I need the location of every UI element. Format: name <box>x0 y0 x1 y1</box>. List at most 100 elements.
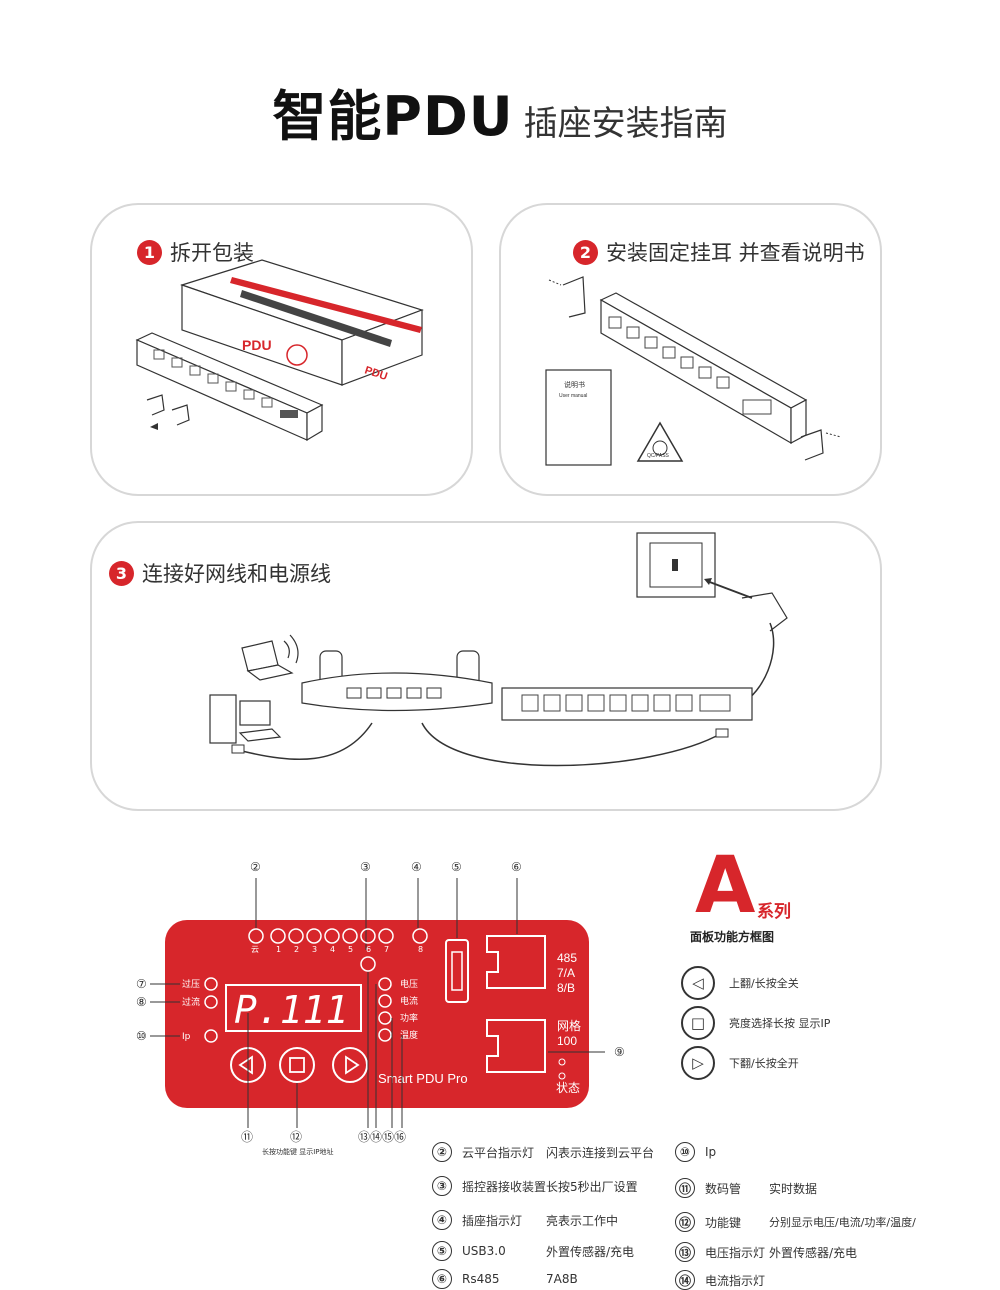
legend-item-4: ④ 插座指示灯 亮表示工作中 <box>432 1210 618 1230</box>
long-press-note: 长按功能键 显示IP地址 <box>262 1147 334 1156</box>
step2-card: 2 安装固定挂耳 并查看说明书 说明书 User manual QC/PASS <box>499 203 882 496</box>
series-badge: A 系列 <box>695 847 791 925</box>
legend-num: ⑫ <box>675 1212 695 1232</box>
legend-num: ④ <box>432 1210 452 1230</box>
legend-name: 数码管 <box>705 1181 742 1196</box>
legend-item-6: ⑥ Rs485 7A8B <box>432 1269 578 1289</box>
ip-label: Ip <box>182 1032 191 1042</box>
overcurrent-label: 过流 <box>182 996 200 1008</box>
legend-name: 插座指示灯 <box>462 1213 523 1228</box>
state-label: 状态 <box>556 1081 580 1095</box>
callout-7: ⑦ <box>136 977 147 991</box>
seven-seg-display: P.111 <box>234 988 348 1032</box>
legend-num: ⑥ <box>432 1269 452 1289</box>
function-key-icon: □ <box>681 1006 715 1040</box>
callout-5: ⑤ <box>451 860 462 874</box>
callout-6: ⑥ <box>511 860 522 874</box>
step3-card: 3 连接好网线和电源线 <box>90 521 882 811</box>
led-1: 1 <box>276 945 281 954</box>
legend-num: ⑬ <box>675 1242 695 1262</box>
top-callouts: ② ③ ④ ⑤ ⑥ <box>250 860 522 874</box>
key-function: □ 亮度选择长按 显示IP <box>681 1006 830 1040</box>
legend-name: 功能键 <box>705 1215 742 1230</box>
callout-11: ⑪ <box>241 1130 253 1144</box>
connection-illustration <box>209 532 788 767</box>
step2-label: 安装固定挂耳 并查看说明书 <box>606 241 865 265</box>
brand-text: Smart PDU Pro <box>378 1071 468 1086</box>
step1-label: 拆开包装 <box>170 241 254 265</box>
led-4: 4 <box>330 945 335 954</box>
step2-header: 2 安装固定挂耳 并查看说明书 <box>573 237 865 267</box>
legend-name: 电流指示灯 <box>705 1273 766 1288</box>
legend-item-3: ③ 摇控器接收装置 长按5秒出厂设置 <box>432 1176 638 1196</box>
led-8: 8 <box>418 945 423 954</box>
panel-svg: ② ③ ④ ⑤ ⑥ 云 1 2 3 4 5 6 7 8 <box>136 860 625 1156</box>
legend-desc: 长按5秒出厂设置 <box>546 1179 638 1194</box>
port-8b: 8/B <box>557 981 575 995</box>
led-7: 7 <box>384 945 389 954</box>
legend-num: ③ <box>432 1176 452 1196</box>
legend-num: ⑩ <box>675 1142 695 1162</box>
callout-8: ⑧ <box>136 995 147 1009</box>
callout-12: ⑫ <box>290 1130 302 1144</box>
legend-item-14: ⑭ 电流指示灯 <box>675 1270 769 1290</box>
legend-item-2: ② 云平台指示灯 闪表示连接到云平台 <box>432 1142 654 1162</box>
qc-pass-label: QC/PASS <box>647 453 670 459</box>
manual-subtitle: User manual <box>559 393 587 399</box>
unbox-illustration: PDU PDU <box>135 259 424 442</box>
temp-led-label: 温度 <box>400 1029 418 1041</box>
step3-number: 3 <box>109 560 134 586</box>
legend-desc: 亮表示工作中 <box>546 1213 619 1228</box>
legend-item-5: ⑤ USB3.0 外置传感器/充电 <box>432 1241 634 1261</box>
step2-number: 2 <box>573 239 598 265</box>
legend-name: 摇控器接收装置 <box>462 1179 547 1194</box>
prev-key-icon: ◁ <box>681 966 715 1000</box>
current-led-label: 电流 <box>400 995 418 1007</box>
callout-10: ⑩ <box>136 1029 147 1043</box>
legend-num: ⑤ <box>432 1241 452 1261</box>
led-3: 3 <box>312 945 317 954</box>
legend-item-10: ⑩ Ip <box>675 1142 769 1162</box>
callout-3: ③ <box>360 860 371 874</box>
step1-header: 1 拆开包装 <box>137 237 254 267</box>
next-key-icon: ▷ <box>681 1046 715 1080</box>
callout-13-16: ⑬⑭⑮⑯ <box>358 1130 406 1144</box>
function-key-label: 亮度选择长按 显示IP <box>729 1017 831 1030</box>
legend-desc: 实时数据 <box>769 1181 818 1196</box>
panel-diagram: ② ③ ④ ⑤ ⑥ 云 1 2 3 4 5 6 7 8 <box>0 840 1000 1280</box>
overvoltage-label: 过压 <box>182 978 200 990</box>
step1-number: 1 <box>137 239 162 265</box>
legend-name: Rs485 <box>462 1272 500 1286</box>
led-6: 6 <box>366 945 371 954</box>
power-led-label: 功率 <box>400 1012 418 1024</box>
step1-card: 1 拆开包装 PDU PDU <box>90 203 473 496</box>
legend-desc: 闪表示连接到云平台 <box>546 1145 655 1160</box>
manual-title: 说明书 <box>564 380 585 389</box>
port-network: 网格 <box>557 1018 581 1033</box>
callout-4: ④ <box>411 860 422 874</box>
legend-name: USB3.0 <box>462 1244 506 1258</box>
next-key-label: 下翻/长按全开 <box>729 1057 799 1070</box>
legend-name: 云平台指示灯 <box>462 1145 535 1160</box>
cloud-led-label: 云 <box>251 945 259 954</box>
legend-desc: 分别显示电压/电流/功率/温度/ <box>769 1216 916 1229</box>
key-prev: ◁ 上翻/长按全关 <box>681 966 799 1000</box>
legend-desc: 外置传感器/充电 <box>769 1245 858 1260</box>
title-sub: 插座安装指南 <box>523 104 728 144</box>
bracket-illustration: 说明书 User manual QC/PASS <box>545 276 842 466</box>
step3-label: 连接好网线和电源线 <box>142 562 331 586</box>
legend-item-12: ⑫ 功能键 分别显示电压/电流/功率/温度/ <box>675 1212 916 1232</box>
port-7a: 7/A <box>557 966 575 980</box>
callout-2: ② <box>250 860 261 874</box>
prev-key-label: 上翻/长按全关 <box>729 977 799 990</box>
callout-9: ⑨ <box>614 1045 625 1059</box>
led-5: 5 <box>348 945 353 954</box>
legend-num: ⑭ <box>675 1270 695 1290</box>
series-subtitle: 面板功能方框图 <box>690 930 775 944</box>
port-485: 485 <box>557 951 577 965</box>
legend-num: ② <box>432 1142 452 1162</box>
step3-header: 3 连接好网线和电源线 <box>109 558 331 588</box>
legend-num: ⑪ <box>675 1178 695 1198</box>
legend-name: 电压指示灯 <box>705 1245 766 1260</box>
